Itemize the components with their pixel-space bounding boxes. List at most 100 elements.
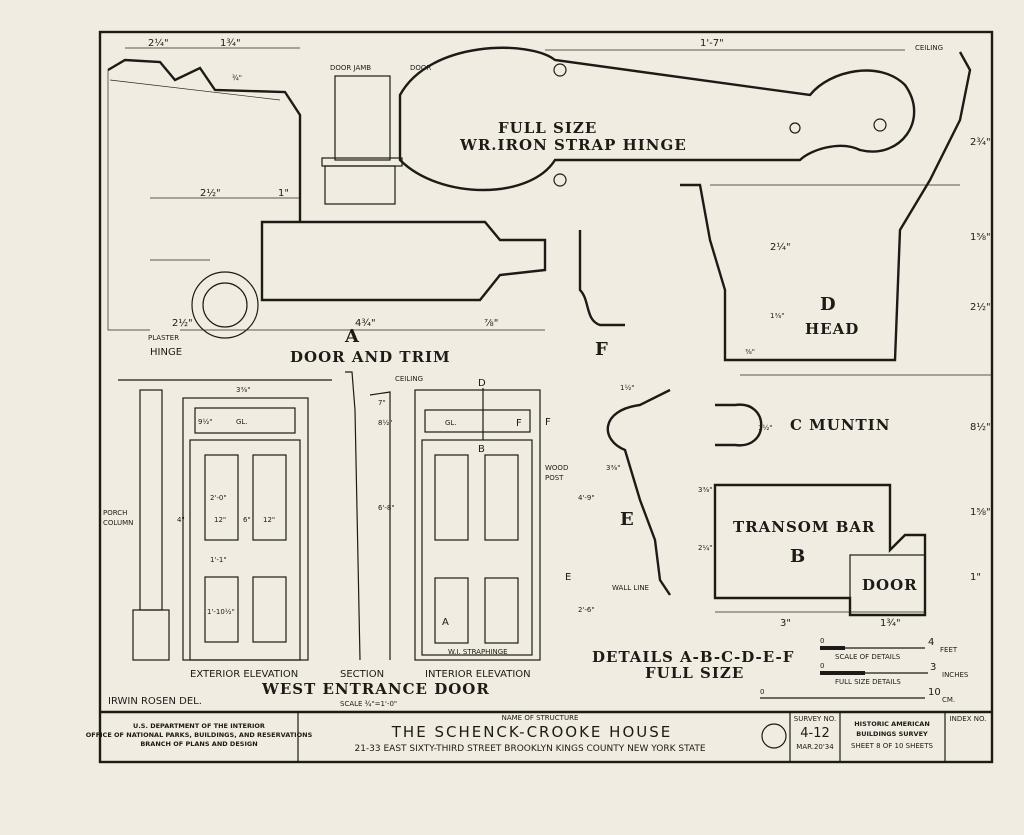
scale-end: 10 bbox=[928, 687, 941, 698]
west-entrance-door-title: WEST ENTRANCE DOOR bbox=[261, 680, 490, 698]
detail-a-letter: A bbox=[344, 326, 360, 347]
name-label: NAME OF STRUCTURE bbox=[502, 714, 579, 722]
dimension-label: 2½" bbox=[970, 301, 991, 313]
detail-e-letter: E bbox=[620, 509, 634, 530]
porch-column-label: COLUMN bbox=[103, 519, 133, 527]
scale-note: SCALE ¾"=1'-0" bbox=[340, 700, 397, 708]
hinge-title: WR.IRON STRAP HINGE bbox=[459, 136, 687, 154]
section-marker-a: A bbox=[442, 617, 449, 628]
dimension-label: 12" bbox=[214, 516, 226, 524]
sheet-border bbox=[98, 30, 994, 764]
dimension-label: 1" bbox=[278, 188, 289, 199]
dimension-label: 2¼" bbox=[148, 37, 169, 49]
interior-elevation-label: INTERIOR ELEVATION bbox=[425, 669, 531, 680]
exterior-elevation-drawing: 9½" GL. 3⅜" 2'-0" 1'-1" 1'-10½" 4" 12" 6… bbox=[103, 379, 332, 680]
ceiling-label: CEILING bbox=[395, 375, 423, 383]
detail-cb-drawing: C MUNTIN 1½" TRANSOM BAR B DOOR 3" 1¾" 3… bbox=[698, 403, 991, 629]
interior-elevation-drawing: D B F A GL. F E WOOD POST W.I. STRAPHING… bbox=[414, 378, 595, 680]
detail-d-drawing: D HEAD 2¾" 1⅝" 2½" 2¼" 1⅜" ⅜" bbox=[680, 51, 992, 376]
glass-label: GL. bbox=[236, 418, 248, 426]
door-jamb-label: DOOR JAMB bbox=[330, 64, 371, 72]
survey-seal-icon bbox=[761, 723, 787, 749]
title-block: U.S. DEPARTMENT OF THE INTERIOR OFFICE O… bbox=[86, 712, 987, 762]
dimension-label: 2¼" bbox=[698, 544, 712, 552]
survey-number: 4-12 bbox=[800, 726, 830, 741]
dimension-label: 3⅜" bbox=[698, 486, 712, 494]
wood-post-label: POST bbox=[545, 474, 564, 482]
dimension-label: 2¾" bbox=[970, 137, 991, 148]
dimension-label: 9½" bbox=[198, 418, 212, 426]
habs-label: HISTORIC AMERICAN bbox=[854, 720, 930, 728]
section-marker-e: E bbox=[565, 572, 571, 583]
scale-end: 3 bbox=[930, 662, 936, 673]
section-marker-d: D bbox=[478, 378, 486, 389]
plaster-label: PLASTER bbox=[148, 334, 179, 342]
delineator: IRWIN ROSEN DEL. bbox=[108, 696, 202, 707]
dimension-label: 6" bbox=[243, 516, 251, 524]
survey-label: SURVEY NO. bbox=[794, 715, 836, 723]
dimension-label: 2½" bbox=[200, 187, 221, 199]
dimension-label: 1½" bbox=[758, 424, 772, 432]
dimension-label: 2'-6" bbox=[578, 606, 595, 614]
section-marker-b: B bbox=[478, 444, 485, 455]
ceiling-label: CEILING bbox=[915, 44, 943, 52]
structure-address: 21-33 EAST SIXTY-THIRD STREET BROOKLYN K… bbox=[354, 744, 705, 754]
section-marker-f: F bbox=[545, 417, 551, 428]
wood-post-label: WOOD bbox=[545, 464, 568, 472]
dimension-label: ¾" bbox=[232, 74, 242, 82]
dimension-label: 1'-10½" bbox=[207, 608, 235, 616]
dimension-label: 1⅝" bbox=[970, 232, 991, 243]
hinge-title: FULL SIZE bbox=[498, 119, 597, 137]
porch-column-label: PORCH bbox=[103, 509, 127, 517]
dimension-label: 1¾" bbox=[880, 618, 901, 629]
dimension-label: 1" bbox=[970, 572, 981, 583]
detail-f-letter: F bbox=[595, 339, 608, 360]
detail-d-title: HEAD bbox=[805, 320, 859, 338]
dimension-label: 1⅝" bbox=[970, 507, 991, 518]
dimension-label: 8½" bbox=[970, 421, 991, 433]
dimension-label: 3" bbox=[780, 618, 791, 629]
door-detail-label: DOOR bbox=[862, 576, 918, 594]
dimension-label: 8½" bbox=[378, 419, 392, 427]
survey-date: MAR.20'34 bbox=[796, 743, 834, 751]
dimension-label: 4" bbox=[177, 516, 185, 524]
index-label: INDEX NO. bbox=[950, 715, 987, 723]
structure-name: THE SCHENCK-CROOKE HOUSE bbox=[391, 723, 672, 741]
detail-e-drawing: 1½" 3⅜" E WALL LINE bbox=[606, 384, 671, 596]
exterior-elevation-label: EXTERIOR ELEVATION bbox=[190, 669, 298, 680]
section-drawing: CEILING 6'-8" 7" 8½" SECTION bbox=[340, 371, 423, 680]
dimension-label: 1¾" bbox=[220, 38, 241, 49]
dimension-label: 4¾" bbox=[355, 318, 376, 329]
glass-label: GL. bbox=[445, 419, 457, 427]
dimension-label: ⅜" bbox=[745, 348, 755, 356]
scale-label: SCALE OF DETAILS bbox=[835, 653, 901, 661]
habs-label: BUILDINGS SURVEY bbox=[856, 730, 928, 738]
strap-hinge-drawing: DOOR JAMB DOOR FULL SIZE WR.IRON STRAP H… bbox=[321, 38, 943, 205]
dimension-label: 1½" bbox=[620, 384, 634, 392]
detail-a-title: DOOR AND TRIM bbox=[290, 348, 451, 366]
dimension-label: 7" bbox=[378, 399, 386, 407]
detail-c-title: C MUNTIN bbox=[790, 416, 890, 434]
scale-label: FULL SIZE DETAILS bbox=[835, 678, 901, 686]
dimension-label: ⅞" bbox=[484, 318, 498, 329]
scale-start: 0 bbox=[820, 637, 824, 645]
dimension-label: 1⅜" bbox=[770, 312, 784, 320]
dimension-label: 3⅜" bbox=[236, 386, 250, 394]
details-title: DETAILS A-B-C-D-E-F bbox=[592, 648, 794, 666]
dimension-label: 4'-9" bbox=[578, 494, 595, 502]
dimension-label: 12" bbox=[263, 516, 275, 524]
scale-unit: INCHES bbox=[942, 671, 969, 679]
hinge-label: HINGE bbox=[150, 347, 182, 358]
detail-d-letter: D bbox=[820, 294, 836, 315]
wall-line-label: WALL LINE bbox=[612, 584, 649, 592]
scale-bars: 0 4 FEET SCALE OF DETAILS 0 3 INCHES FUL… bbox=[760, 637, 969, 704]
agency-line: BRANCH OF PLANS AND DESIGN bbox=[140, 740, 257, 748]
scale-start: 0 bbox=[820, 662, 824, 670]
dimension-label: 3⅜" bbox=[606, 464, 620, 472]
scale-end: 4 bbox=[928, 637, 934, 648]
scale-start: 0 bbox=[760, 688, 764, 696]
dimension-label: 2¼" bbox=[770, 241, 791, 253]
scale-unit: FEET bbox=[940, 646, 958, 654]
section-label: SECTION bbox=[340, 669, 384, 680]
